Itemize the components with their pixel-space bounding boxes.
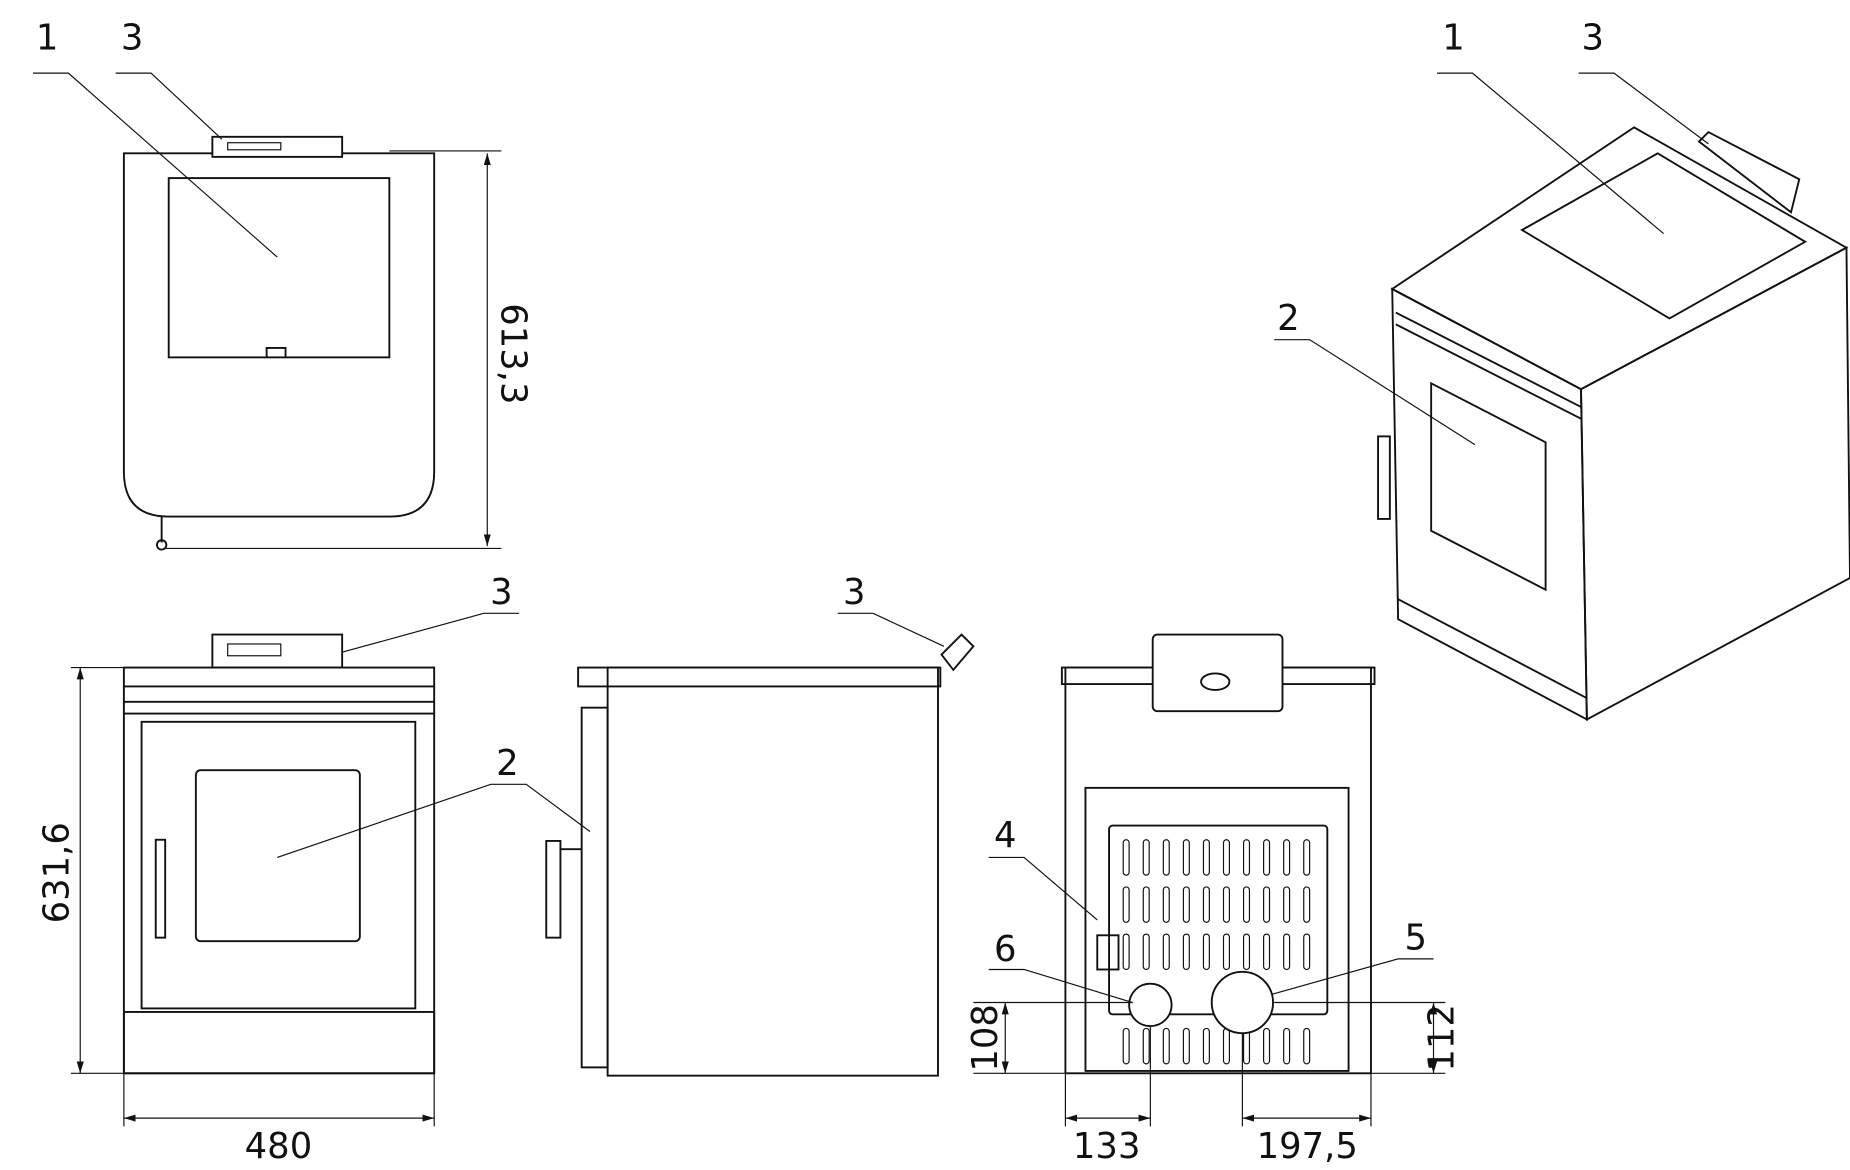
vent-slot xyxy=(1263,886,1271,923)
dim-front-width: 480 xyxy=(245,1126,313,1167)
small-outlet xyxy=(1128,982,1173,1028)
power-socket xyxy=(1096,934,1120,971)
side-view: 3 xyxy=(545,572,975,1077)
vent-slot xyxy=(1202,933,1210,971)
dim-back-left-offset: 133 xyxy=(1073,1126,1141,1167)
vent-slots xyxy=(1122,839,1311,1065)
callout-4: 4 xyxy=(994,815,1017,856)
vent-slot xyxy=(1303,886,1311,923)
vent-slot xyxy=(1142,933,1150,971)
top-view: 613,3 1 3 xyxy=(33,18,533,551)
callout-2: 2 xyxy=(496,743,519,784)
vent-slot xyxy=(1122,1027,1130,1065)
vent-slot xyxy=(1263,1027,1271,1065)
dim-small-outlet-height: 108 xyxy=(965,1004,1006,1072)
vent-slot xyxy=(1303,1027,1311,1065)
door-glass xyxy=(194,769,361,943)
callout-1: 1 xyxy=(1442,18,1465,59)
vent-slot xyxy=(1242,933,1251,971)
callout-3: 3 xyxy=(121,18,144,59)
vent-slot xyxy=(1202,1027,1210,1065)
back-view: 4 6 5 108 112 133 197,5 xyxy=(965,633,1463,1167)
door-handle xyxy=(154,838,167,939)
vent-slot xyxy=(1263,839,1271,876)
front-view: 631,6 480 3 2 xyxy=(36,572,591,1167)
vent-slot xyxy=(1162,933,1170,971)
vent-slot xyxy=(1283,886,1291,923)
dim-front-height: 631,6 xyxy=(36,822,77,923)
vent-slot xyxy=(1182,933,1190,971)
vent-slot xyxy=(1202,839,1210,876)
callout-2: 2 xyxy=(1277,298,1300,339)
vent-slot xyxy=(1242,886,1251,923)
vent-slot xyxy=(1182,886,1190,923)
callout-6: 6 xyxy=(994,929,1017,970)
control-panel xyxy=(211,135,344,158)
vent-slot xyxy=(1162,1027,1170,1065)
vent-slot xyxy=(1242,839,1251,876)
vent-slot xyxy=(1142,1027,1150,1065)
callout-5: 5 xyxy=(1405,917,1428,958)
callout-3: 3 xyxy=(843,572,866,613)
vent-slot xyxy=(1222,1027,1230,1065)
vent-slot xyxy=(1303,839,1311,876)
callout-3: 3 xyxy=(1582,18,1605,59)
vent-slot xyxy=(1222,839,1230,876)
callout-1: 1 xyxy=(36,18,59,59)
vent-slot xyxy=(1283,933,1291,971)
vent-slot xyxy=(1303,933,1311,971)
vent-slot xyxy=(1222,933,1230,971)
vent-slot xyxy=(1182,839,1190,876)
vent-slot xyxy=(1202,886,1210,923)
door-handle xyxy=(545,839,562,939)
vent-slot xyxy=(1122,886,1130,923)
isometric-view: 1 3 2 xyxy=(1274,18,1850,722)
control-panel xyxy=(940,633,975,672)
dim-large-outlet-height: 112 xyxy=(1422,1004,1463,1072)
vent-slot xyxy=(1122,933,1130,971)
dim-back-right-offset: 197,5 xyxy=(1257,1126,1358,1167)
vent-slot xyxy=(1162,839,1170,876)
vent-slot xyxy=(1222,886,1230,923)
door-handle xyxy=(1377,435,1391,520)
vent-slot xyxy=(1263,933,1271,971)
vent-slot xyxy=(1283,1027,1291,1065)
control-panel xyxy=(1697,130,1801,214)
door-edge xyxy=(580,706,609,1069)
control-panel xyxy=(211,633,344,669)
large-outlet xyxy=(1210,970,1274,1035)
vent-slot xyxy=(1142,886,1150,923)
door xyxy=(140,720,417,1010)
vent-slot xyxy=(1122,839,1130,876)
door-glass xyxy=(1430,381,1547,592)
callout-3: 3 xyxy=(490,572,513,613)
dim-top-depth: 613,3 xyxy=(492,303,533,404)
vent-slot xyxy=(1283,839,1291,876)
vent-slot xyxy=(1162,886,1170,923)
vent-slot xyxy=(1182,1027,1190,1065)
top-glass xyxy=(1520,152,1808,320)
vent-slot xyxy=(1142,839,1150,876)
